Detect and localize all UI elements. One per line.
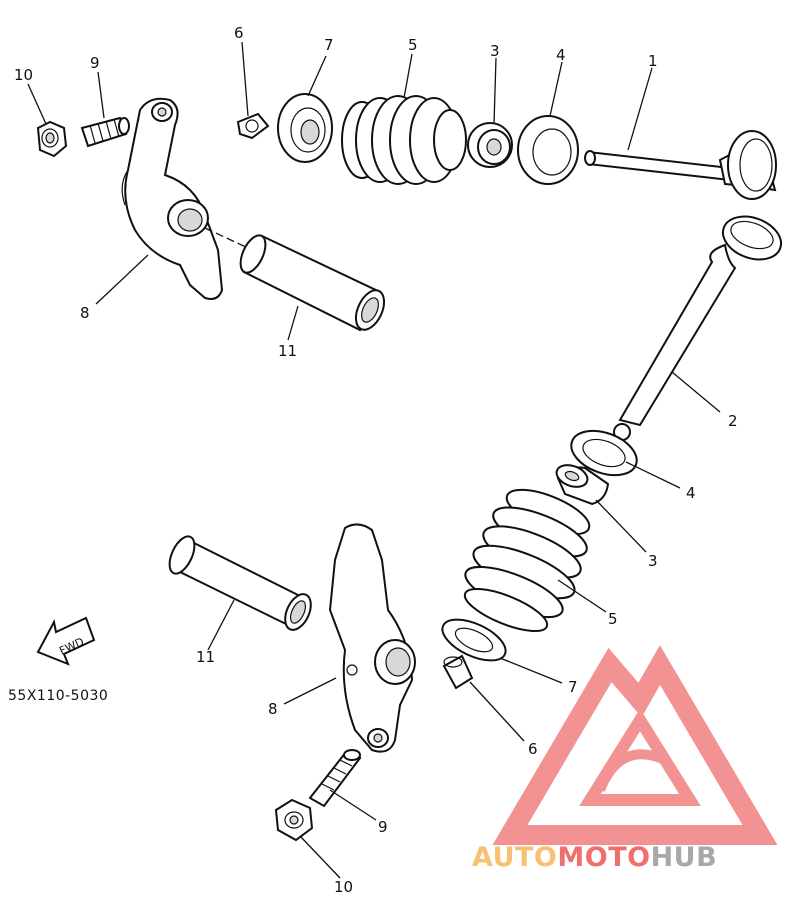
label-5-top: 5 xyxy=(408,36,418,54)
label-2: 2 xyxy=(728,412,738,430)
nut-bottom-icon xyxy=(274,798,314,842)
valve-cotter-bottom-icon xyxy=(442,654,474,690)
nut-top-icon xyxy=(36,120,68,158)
label-9-bottom: 9 xyxy=(378,818,388,836)
label-10-bottom: 10 xyxy=(334,878,353,896)
label-4-top: 4 xyxy=(556,46,566,64)
rocker-shaft-bottom-icon xyxy=(168,535,312,631)
rocker-arm-bottom-icon xyxy=(328,523,416,753)
part-labels: 10 9 6 7 5 3 4 1 8 11 2 4 3 5 7 6 11 8 9… xyxy=(14,24,738,896)
exhaust-valve-icon xyxy=(613,215,783,441)
label-7-bottom: 7 xyxy=(568,678,578,696)
watermark-triangle-icon xyxy=(492,645,778,845)
watermark-logo: AUTOMOTOHUB xyxy=(472,645,778,873)
valve-stem-seal-bottom-icon xyxy=(555,464,610,506)
rocker-shaft-top-icon xyxy=(204,227,386,332)
watermark-text-moto: MOTO xyxy=(557,842,650,873)
spring-seat-bottom-icon xyxy=(570,429,638,477)
label-4-bottom: 4 xyxy=(686,484,696,502)
label-1: 1 xyxy=(648,52,658,70)
adjusting-screw-top-icon xyxy=(80,116,130,148)
valve-spring-top-icon xyxy=(341,95,467,185)
drawing-code: 55X110-5030 xyxy=(8,688,108,704)
leader-lines xyxy=(27,41,721,879)
intake-valve-icon xyxy=(584,130,777,200)
label-3-top: 3 xyxy=(490,42,500,60)
adjusting-screw-bottom-icon xyxy=(308,749,362,808)
valve-stem-seal-top-icon xyxy=(467,122,513,168)
label-9-top: 9 xyxy=(90,54,100,72)
spring-retainer-bottom-icon xyxy=(441,618,507,662)
fwd-arrow-icon: FWD xyxy=(36,616,96,666)
svg-text:AUTOMOTOHUB: AUTOMOTOHUB xyxy=(472,842,717,873)
label-11-top: 11 xyxy=(278,342,297,360)
valve-cotter-top-icon xyxy=(236,112,270,140)
watermark-text-auto: AUTO xyxy=(472,842,557,873)
watermark-text-hub: HUB xyxy=(651,842,718,873)
label-8-bottom: 8 xyxy=(268,700,278,718)
label-11-bottom: 11 xyxy=(196,648,215,666)
valve-spring-bottom-icon xyxy=(463,488,591,632)
rocker-arm-top-icon xyxy=(121,97,224,300)
spring-retainer-top-icon xyxy=(277,93,333,163)
label-6-bottom: 6 xyxy=(528,740,538,758)
label-8-top: 8 xyxy=(80,304,90,322)
label-7-top: 7 xyxy=(324,36,334,54)
label-10-top: 10 xyxy=(14,66,33,84)
label-6-top: 6 xyxy=(234,24,244,42)
spring-seat-top-icon xyxy=(517,115,579,185)
label-5-bottom: 5 xyxy=(608,610,618,628)
label-3-bottom: 3 xyxy=(648,552,658,570)
